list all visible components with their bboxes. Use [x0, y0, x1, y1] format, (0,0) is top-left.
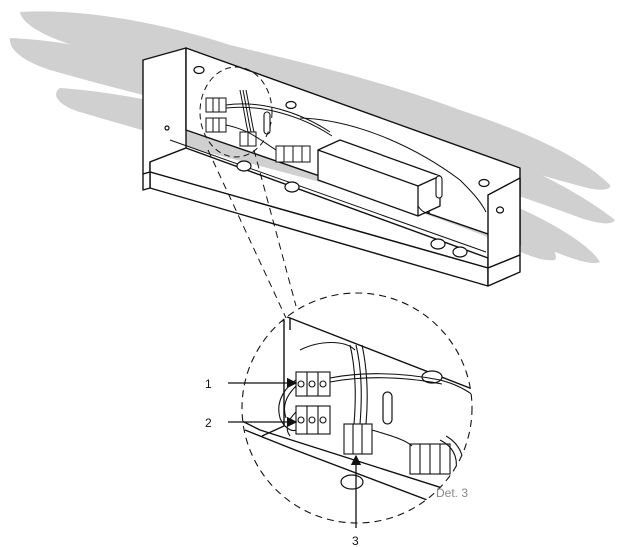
callout-2-label: 2	[205, 416, 212, 430]
detail-label: Det. 3	[436, 486, 468, 500]
callout-3: 3	[350, 454, 362, 547]
terminal-blocks-main	[205, 97, 311, 163]
callout-1: 1	[205, 377, 298, 391]
detail-magnified-view	[242, 293, 472, 523]
detail-leader-lines	[207, 149, 297, 319]
callout-2: 2	[205, 416, 298, 430]
wiring-main	[225, 89, 487, 214]
callout-1-label: 1	[205, 377, 212, 391]
callout-3-label: 3	[352, 534, 359, 547]
floor-holes	[236, 160, 468, 258]
ballast-unit	[317, 139, 441, 217]
detail-circle-outline	[241, 292, 473, 524]
housing-inner-lines	[169, 130, 487, 253]
mounting-holes	[164, 65, 505, 214]
detail-marker-circle	[199, 66, 273, 158]
cable-clips	[263, 111, 443, 199]
